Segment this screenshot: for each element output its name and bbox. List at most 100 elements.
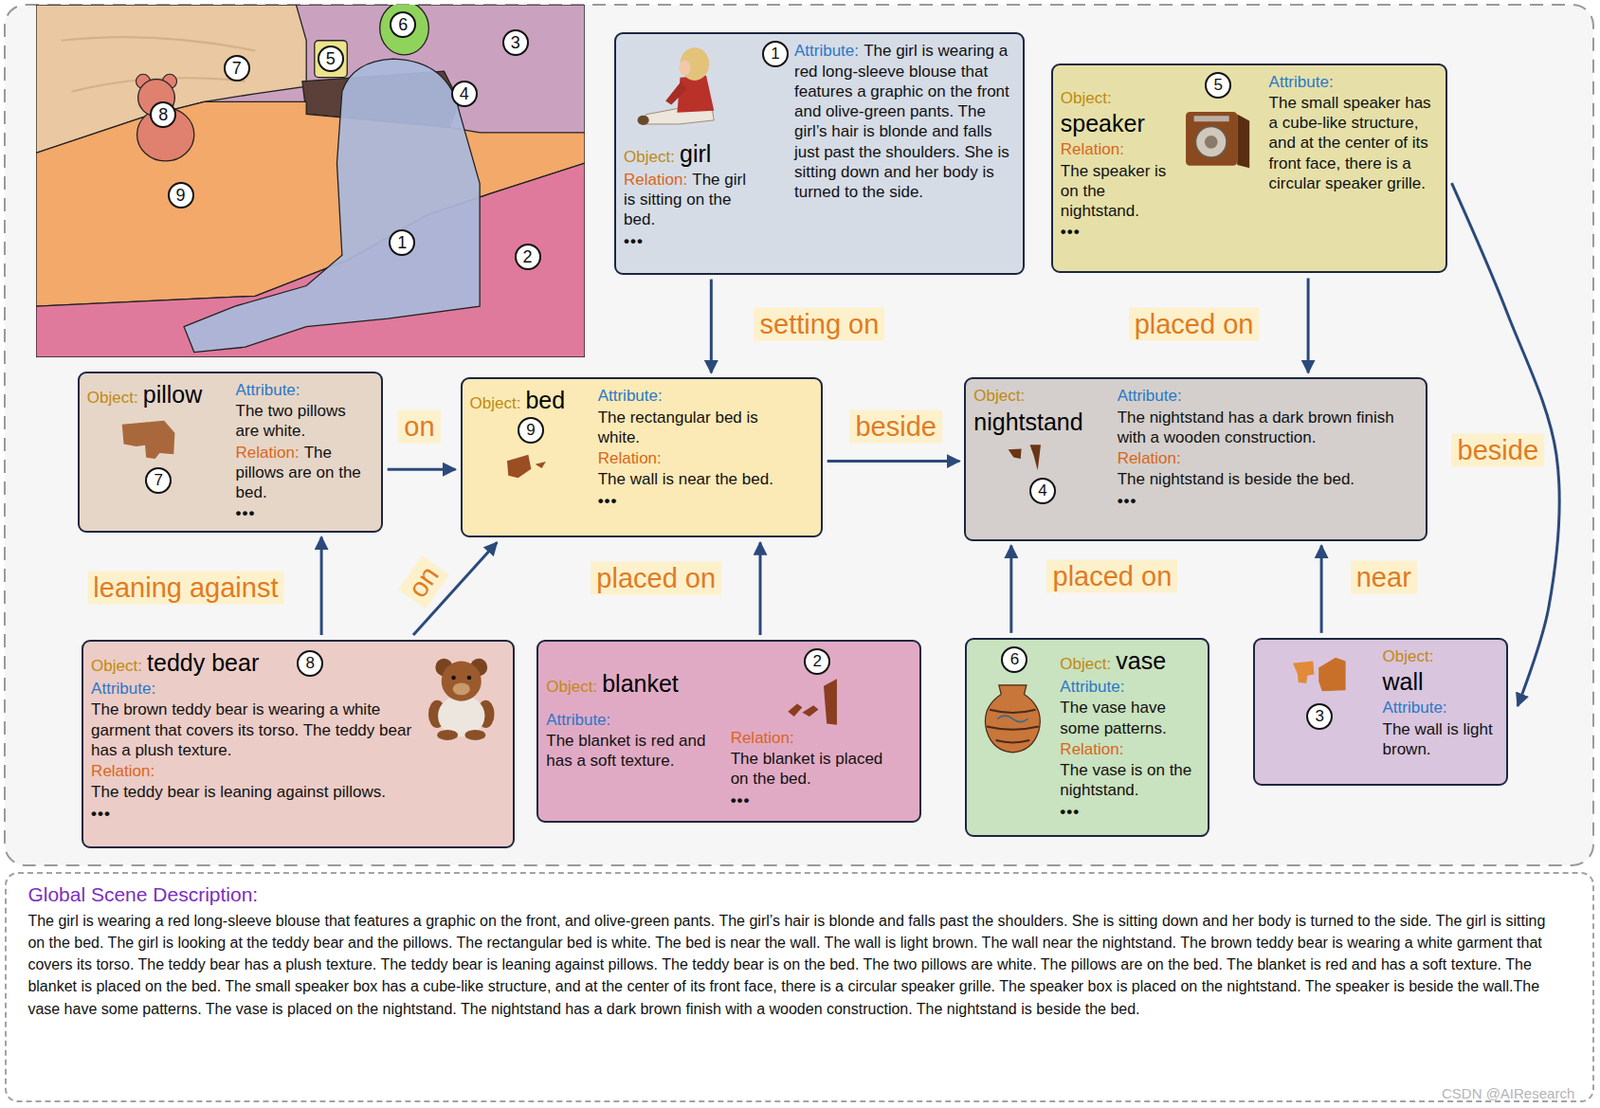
description-text: The vase is on the nightstand. [1059, 761, 1192, 800]
wall-mask [1318, 657, 1346, 692]
text-line: Attribute:The girl is wearing a red long… [794, 40, 1014, 202]
text-line: Attribute: [1382, 697, 1495, 718]
card-column: Object:girlRelation:The girl is sitting … [623, 40, 757, 266]
text-line: Attribute: [236, 380, 369, 400]
card-column: 5 [1173, 72, 1264, 266]
object-thumbnail [418, 648, 506, 746]
text-line: The girl is wearing a red long-sleeve bl… [27, 909, 1559, 1020]
card-column: 2Relation:The blanket is placed on the b… [730, 648, 905, 815]
text-line: Attribute: [545, 709, 725, 730]
more-dots: ••• [1059, 802, 1080, 821]
description-text: The teddy bear is leaning against pillow… [90, 782, 386, 801]
text-line: ••• [623, 231, 757, 252]
object-thumbnail [623, 40, 746, 138]
edge-label: on [398, 554, 450, 608]
text-line: ••• [730, 790, 905, 811]
arrow-connector [759, 542, 763, 636]
wall-mask [1292, 660, 1314, 684]
text-line: 9 [470, 417, 593, 444]
text-line: Attribute: [90, 678, 413, 699]
text-line: Object:vase [1059, 646, 1198, 676]
text-line: Object:bed [470, 385, 593, 416]
relation-key: Relation: [623, 170, 688, 189]
speaker-grille-center [1204, 135, 1219, 149]
speaker-segment [314, 40, 347, 78]
girl-face [679, 60, 691, 76]
arrow-connector [827, 459, 961, 463]
text-line: The two pillows are white. [236, 400, 369, 442]
card-column: Object:bed9 [470, 385, 593, 529]
arrow-connector [1009, 545, 1013, 634]
wall-segment [36, 4, 585, 358]
card-column: Object:teddy bear8Attribute:The brown te… [90, 648, 413, 840]
vase-pattern [986, 709, 1039, 744]
object-thumbnail [973, 437, 1076, 477]
text-line: 4 [973, 477, 1111, 505]
card-column: Global Scene Description:The girl is wea… [27, 881, 1559, 1092]
edge-label: beside [849, 410, 942, 444]
more-dots: ••• [236, 504, 256, 523]
watermark: CSDN @AIResearch [1441, 1084, 1575, 1101]
description-text: The blanket is placed on the bed. [730, 749, 884, 788]
object-key: Object: [1059, 654, 1111, 673]
text-line: Object:blanket [545, 669, 725, 699]
girl-torso [676, 75, 714, 113]
text-line: Relation: [730, 727, 905, 748]
attribute-key: Attribute: [598, 386, 663, 405]
edge-label: placed on [590, 562, 722, 596]
scene-description-box: Global Scene Description:The girl is wea… [4, 872, 1594, 1102]
card-column: Object:vaseAttribute:The vase have some … [1059, 646, 1198, 829]
text-line: nightstand [973, 407, 1111, 437]
upper-dashed-region [4, 4, 1594, 866]
segmented-photo [36, 1, 585, 358]
text-line: The vase is on the nightstand. [1059, 760, 1198, 801]
text-line: 5 [1173, 72, 1264, 99]
description-text: The small speaker has a cube-like struct… [1269, 93, 1432, 193]
edge-label: placed on [1047, 560, 1179, 594]
card-column: Attribute: The small speaker has a cube-l… [1269, 72, 1438, 266]
callout-number: 7 [145, 467, 172, 494]
card-column: Object:speakerRelation:The speaker is on… [1060, 72, 1168, 266]
pillow-mask [122, 420, 176, 459]
description-text: The speaker is on the nightstand. [1060, 162, 1167, 221]
more-dots: ••• [1117, 491, 1138, 510]
callout-number: 3 [1306, 703, 1333, 730]
text-line: Attribute: [1059, 676, 1198, 697]
callout-number: 2 [803, 648, 831, 675]
text-line: 8 [296, 650, 324, 677]
more-dots: ••• [598, 491, 619, 510]
text-line: The vase have some patterns. [1059, 697, 1198, 739]
text-line: 6 [974, 646, 1055, 673]
object-name: girl [679, 140, 711, 167]
relation-key: Relation: [598, 449, 662, 468]
object-name: pillow [143, 381, 203, 408]
callout-number: 5 [1204, 72, 1232, 99]
vase-body [985, 685, 1041, 753]
text-line: The small speaker has a cube-like struct… [1269, 92, 1438, 194]
text-line: 3 [1262, 703, 1378, 730]
callout-number: 1 [762, 40, 789, 68]
teddy-foot [436, 729, 458, 741]
edge-label: on [398, 410, 440, 444]
vase-pattern [998, 715, 1029, 722]
object-name: teddy bear [146, 649, 259, 676]
teddy-foot [465, 729, 487, 741]
description-text: The vase have some patterns. [1059, 698, 1166, 737]
callout-number: 8 [149, 101, 177, 128]
description-text: The two pillows are white. [236, 401, 346, 440]
object-card: Object:nightstand4Attribute:The nightsta… [963, 377, 1428, 541]
text-line: 7 [87, 467, 231, 494]
object-key: Object: [90, 656, 143, 675]
scene-description: The girl is wearing a red long-sleeve bl… [27, 909, 1559, 1020]
object-card: Object:pillow7Attribute:The two pillows … [77, 371, 383, 533]
text-line: The wall is near the bed. [598, 469, 802, 490]
card-column: 3 [1262, 646, 1378, 778]
edge-label: beside [1452, 433, 1545, 467]
item-row: Object:teddy bear 8 [90, 648, 413, 678]
callout-number: 3 [502, 29, 529, 56]
attribute-key: Attribute: [1269, 72, 1334, 91]
text-line: Object:girl [623, 139, 757, 169]
scene-heading: Global Scene Description: [27, 881, 1559, 909]
description-text: The girl is wearing a red long-sleeve bl… [794, 41, 1010, 201]
text-line: Attribute: [1269, 72, 1438, 92]
